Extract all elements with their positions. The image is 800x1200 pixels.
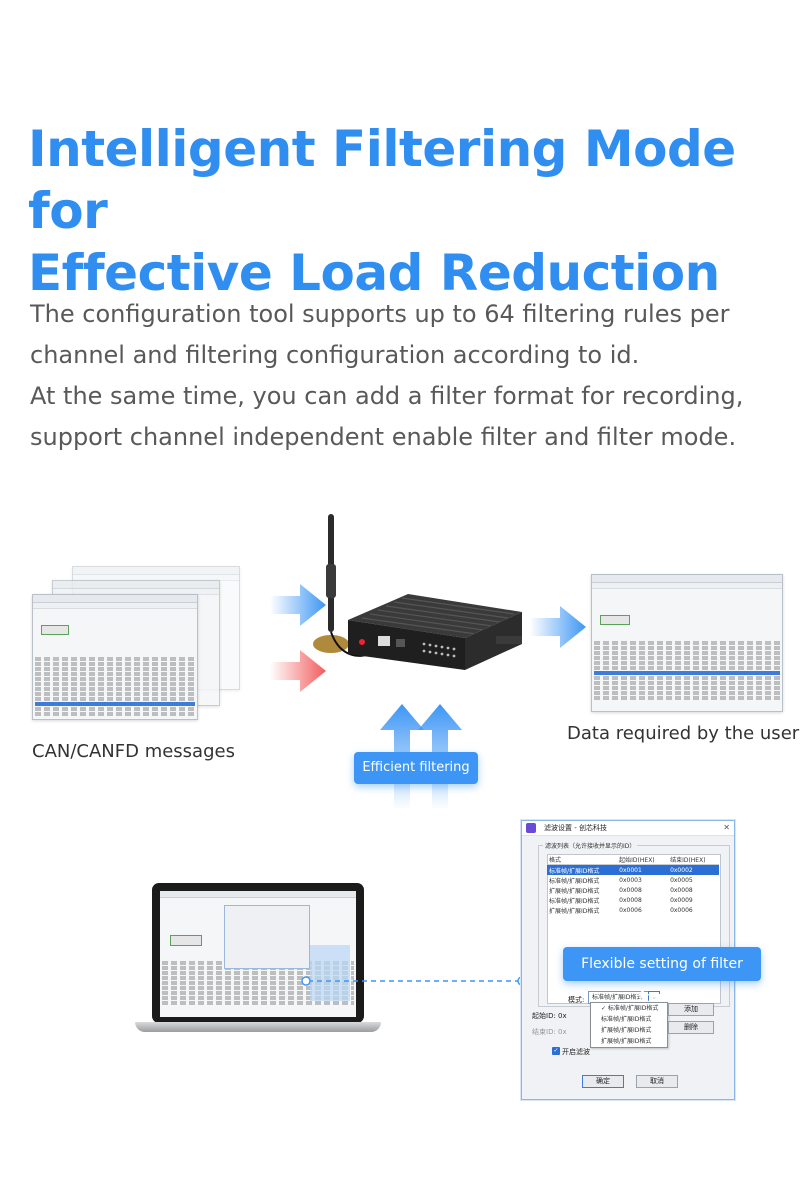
cancel-button[interactable]: 取消 [636,1075,678,1088]
cell-format: 标准帧/扩展ID格式 [547,864,618,875]
table-row[interactable]: 扩展帧/扩展ID格式 0x0008 0x0008 [547,885,719,895]
output-caption: Data required by the user [567,723,800,744]
filter-list-group: 滤波列表（允许接收并显示的ID） 格式 起始ID(HEX) 结束ID(HEX) … [538,841,730,1007]
blue-input-arrow-icon [270,584,326,626]
cell-start-id: 0x0001 [617,864,669,875]
input-caption: CAN/CANFD messages [32,741,235,762]
table-row[interactable]: 标准帧/扩展ID格式 0x0001 0x0002 [547,864,719,875]
filter-list-label: 滤波列表（允许接收并显示的ID） [543,841,638,850]
description-line-1: The configuration tool supports up to 64… [30,300,730,328]
end-id-label: 结束ID: 0x [532,1028,567,1036]
table-row[interactable]: 标准帧/扩展ID格式 0x0008 0x0009 [547,895,719,905]
mode-select-value: 标准帧/扩展ID格式 [592,994,643,1001]
mode-option[interactable]: 扩展帧/扩展ID格式 [601,1027,652,1034]
table-row[interactable]: 扩展帧/扩展ID格式 0x0006 0x0006 [547,905,719,915]
cell-end-id: 0x0005 [670,876,693,884]
mode-option[interactable]: 扩展帧/扩展ID格式 [601,1038,652,1045]
gateway-device-icon [313,514,522,670]
headline-line-1: Intelligent Filtering Mode for [28,120,736,240]
enable-filter-label: 开启滤波 [562,1048,590,1056]
filter-table: 格式 起始ID(HEX) 结束ID(HEX) 标准帧/扩展ID格式 0x0001… [547,854,719,915]
description-line-3: At the same time, you can add a filter f… [30,382,744,410]
dialog-title: 滤波设置 - 创芯科技 [544,824,607,832]
headline: Intelligent Filtering Mode for Effective… [28,118,788,304]
cell-start-id: 0x0008 [619,886,642,894]
user-data-window [591,574,783,712]
delete-button[interactable]: 删除 [668,1021,714,1034]
red-input-arrow-icon [270,650,326,692]
cell-end-id: 0x0006 [670,906,693,914]
dialog-title-bar: 滤波设置 - 创芯科技 ✕ [522,821,734,836]
can-window-front [32,594,198,720]
description: The configuration tool supports up to 64… [30,294,790,458]
laptop-base [135,1022,381,1032]
cell-format: 标准帧/扩展ID格式 [549,897,600,905]
cell-end-id: 0x0009 [670,896,693,904]
cell-start-id: 0x0006 [619,906,642,914]
add-button[interactable]: 添加 [668,1003,714,1016]
laptop-screen [160,891,356,1017]
mode-option[interactable]: ✓ 标准帧/扩展ID格式 [601,1005,659,1012]
enable-filter-checkbox[interactable]: ✓ [552,1047,560,1055]
blue-output-arrow-icon [530,606,586,648]
mode-dropdown: ✓ 标准帧/扩展ID格式 标准帧/扩展ID格式 扩展帧/扩展ID格式 扩展帧/扩… [590,1002,668,1048]
headline-line-2: Effective Load Reduction [28,244,720,302]
mode-label: 模式: [568,996,585,1004]
cell-format: 标准帧/扩展ID格式 [549,877,600,885]
start-id-label: 起始ID: 0x [532,1012,567,1020]
close-icon[interactable]: ✕ [723,823,730,832]
flexible-badge: Flexible setting of filter format [563,947,761,1006]
description-line-2: channel and filtering configuration acco… [30,341,640,369]
cell-start-id: 0x0003 [619,876,642,884]
cell-format: 扩展帧/扩展ID格式 [549,907,600,915]
connector-line [301,976,527,986]
cell-end-id: 0x0008 [670,886,693,894]
col-format[interactable]: 格式 [547,854,618,865]
col-end-id[interactable]: 结束ID(HEX) [668,854,719,865]
cell-start-id: 0x0008 [619,896,642,904]
table-row[interactable]: 标准帧/扩展ID格式 0x0003 0x0005 [547,875,719,885]
mode-option[interactable]: 标准帧/扩展ID格式 [601,1016,652,1023]
col-start-id[interactable]: 起始ID(HEX) [617,854,669,865]
app-icon [526,823,536,833]
cell-end-id: 0x0002 [668,864,719,875]
ok-button[interactable]: 确定 [582,1075,624,1088]
description-line-4: support channel independent enable filte… [30,423,737,451]
filter-badge: Efficient filtering [354,752,478,784]
cell-format: 扩展帧/扩展ID格式 [549,887,600,895]
